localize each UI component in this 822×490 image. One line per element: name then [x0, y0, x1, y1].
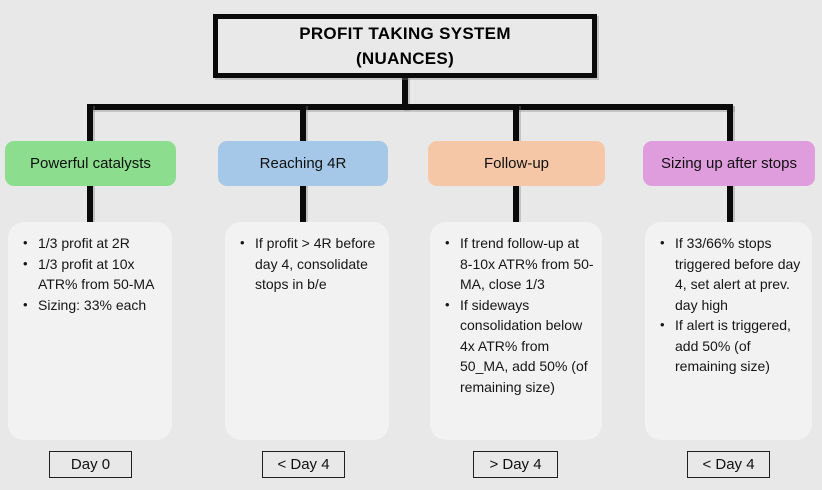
- connector-pill-card-3: [513, 183, 519, 225]
- bullet-item: Sizing: 33% each: [23, 295, 166, 316]
- branch-pill-label: Reaching 4R: [259, 155, 347, 172]
- branch-pill-label: Sizing up after stops: [661, 155, 797, 172]
- connector-drop-branch-1: [87, 104, 93, 145]
- day-badge-branch-1: Day 0: [49, 451, 132, 478]
- connector-drop-branch-4: [727, 104, 733, 145]
- branch-card-reaching-4r: If profit > 4R before day 4, consolidate…: [225, 222, 389, 440]
- card-bullet-list: If profit > 4R before day 4, consolidate…: [229, 233, 383, 295]
- day-badge-label: < Day 4: [277, 456, 330, 473]
- branch-pill-follow-up: Follow-up: [428, 141, 605, 186]
- connector-pill-card-4: [727, 183, 733, 225]
- title-box: PROFIT TAKING SYSTEM (NUANCES): [213, 14, 597, 78]
- bullet-item: 1/3 profit at 10x ATR% from 50-MA: [23, 254, 166, 295]
- title-line-1: PROFIT TAKING SYSTEM: [299, 24, 511, 43]
- branch-pill-sizing-up-after-stops: Sizing up after stops: [643, 141, 815, 186]
- day-badge-branch-2: < Day 4: [262, 451, 345, 478]
- day-badge-branch-3: > Day 4: [473, 451, 558, 478]
- branch-pill-powerful-catalysts: Powerful catalysts: [5, 141, 176, 186]
- branch-pill-reaching-4r: Reaching 4R: [218, 141, 388, 186]
- card-bullet-list: If trend follow-up at 8-10x ATR% from 50…: [434, 233, 596, 397]
- bullet-item: 1/3 profit at 2R: [23, 233, 166, 254]
- bullet-item: If sideways consolidation below 4x ATR% …: [445, 295, 596, 398]
- day-badge-branch-4: < Day 4: [687, 451, 770, 478]
- bullet-item: If 33/66% stops triggered before day 4, …: [660, 233, 806, 315]
- connector-title-stem: [402, 76, 408, 109]
- connector-pill-card-2: [300, 183, 306, 225]
- branch-pill-label: Powerful catalysts: [30, 155, 151, 172]
- connector-horizontal-bar: [87, 104, 733, 110]
- branch-card-sizing-up-after-stops: If 33/66% stops triggered before day 4, …: [645, 222, 812, 440]
- connector-drop-branch-3: [513, 104, 519, 145]
- connector-drop-branch-2: [300, 104, 306, 145]
- branch-pill-label: Follow-up: [483, 155, 550, 172]
- day-badge-label: < Day 4: [702, 456, 755, 473]
- day-badge-label: > Day 4: [489, 456, 542, 473]
- bullet-item: If alert is triggered, add 50% (of remai…: [660, 315, 806, 377]
- bullet-item: If trend follow-up at 8-10x ATR% from 50…: [445, 233, 596, 295]
- card-bullet-list: If 33/66% stops triggered before day 4, …: [649, 233, 806, 377]
- branch-card-powerful-catalysts: 1/3 profit at 2R 1/3 profit at 10x ATR% …: [8, 222, 172, 440]
- bullet-item: If profit > 4R before day 4, consolidate…: [240, 233, 383, 295]
- title-line-2: (NUANCES): [355, 49, 455, 68]
- branch-card-follow-up: If trend follow-up at 8-10x ATR% from 50…: [430, 222, 602, 440]
- day-badge-label: Day 0: [70, 456, 111, 473]
- connector-pill-card-1: [87, 183, 93, 225]
- card-bullet-list: 1/3 profit at 2R 1/3 profit at 10x ATR% …: [12, 233, 166, 315]
